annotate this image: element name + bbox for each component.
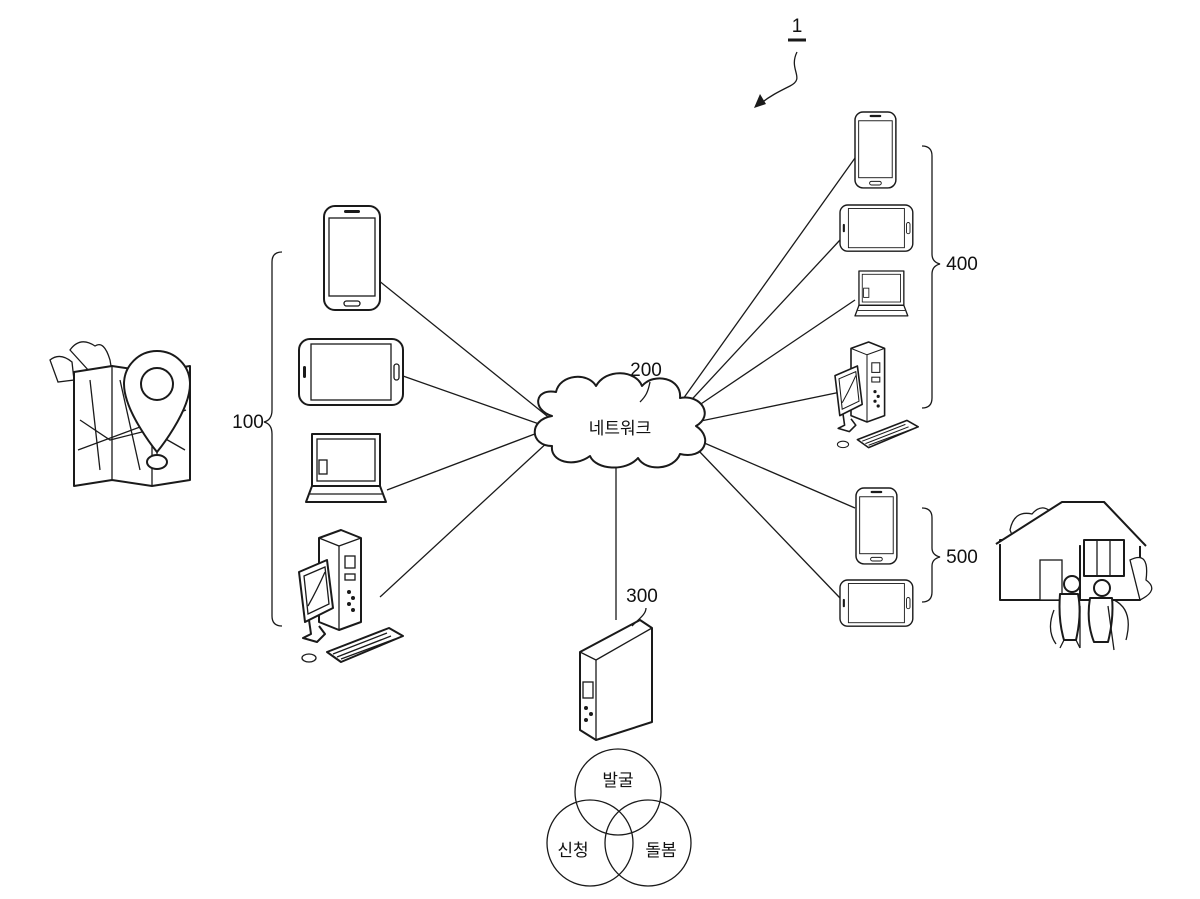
tablet-icon (840, 580, 913, 626)
venn-label-care: 돌봄 (645, 841, 676, 861)
group-100-bracket: 100 (232, 252, 282, 626)
group-500-bracket: 500 (922, 508, 978, 602)
venn-label-discovery: 발굴 (602, 771, 633, 791)
venn-label-application: 신청 (557, 841, 588, 861)
server-reference-label: 300 (626, 586, 658, 607)
group-500-devices (840, 488, 913, 626)
tablet-icon (840, 205, 913, 251)
smartphone-icon (324, 206, 380, 310)
tablet-icon (299, 339, 403, 405)
network-reference-label: 200 (630, 360, 662, 381)
system-label: 1 (792, 16, 803, 37)
smartphone-icon (855, 112, 896, 188)
group-400-label: 400 (946, 254, 978, 275)
service-venn-diagram: 발굴 신청 돌봄 (547, 749, 691, 886)
group-400-bracket: 400 (922, 146, 978, 408)
system-reference: 1 (754, 16, 806, 108)
smartphone-icon (856, 488, 897, 564)
laptop-icon (855, 271, 908, 316)
map-pin-icon (50, 342, 190, 486)
house-elderly-icon (996, 502, 1152, 650)
network-cloud: 네트워크 200 (535, 360, 705, 468)
group-400-devices (835, 112, 918, 448)
server-icon: 300 (580, 586, 658, 740)
desktop-computer-icon (299, 530, 403, 662)
desktop-computer-icon (835, 342, 918, 448)
network-label: 네트워크 (589, 419, 652, 439)
group-500-label: 500 (946, 547, 978, 568)
laptop-icon (306, 434, 386, 502)
venn-circle-discovery (575, 749, 661, 835)
group-100-label: 100 (232, 412, 264, 433)
group-100-devices (299, 206, 403, 662)
